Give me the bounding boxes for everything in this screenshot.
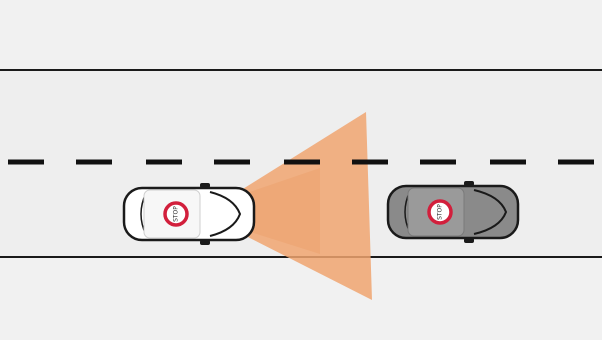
ego-car-mirror-bottom	[200, 240, 210, 245]
upper-shoulder	[0, 0, 602, 70]
lead-car: STOP	[388, 181, 518, 243]
ego-car-mirror-top	[200, 183, 210, 188]
lead-car-mirror-top	[464, 181, 474, 186]
lower-shoulder	[0, 258, 602, 340]
lead-car-stop-label: STOP	[437, 204, 444, 220]
lead-car-mirror-bottom	[464, 238, 474, 243]
ego-car: STOP	[124, 183, 254, 245]
ego-car-stop-label: STOP	[173, 206, 180, 222]
